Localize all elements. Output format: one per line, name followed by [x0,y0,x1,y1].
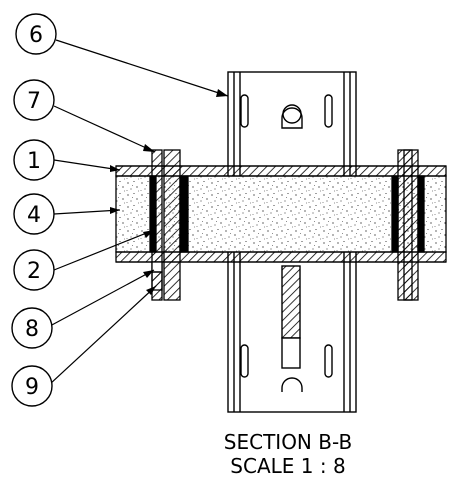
svg-text:7: 7 [27,89,41,114]
svg-text:4: 4 [27,203,41,228]
callout-7: 7 [13,79,55,121]
callout-4: 4 [13,193,55,235]
right-clamp-assembly [391,149,425,301]
callout-6: 6 [15,13,57,55]
svg-text:1: 1 [27,149,41,174]
leader-lines [49,39,229,385]
callout-1: 1 [13,139,55,181]
svg-text:8: 8 [25,317,39,342]
section-title: SECTION B-B [224,430,352,454]
callout-8: 8 [11,307,53,349]
leader-arrowheads [110,89,228,295]
callout-2: 2 [13,249,55,291]
scale-label: SCALE 1 : 8 [230,454,345,478]
left-clamp-assembly [149,149,189,301]
svg-text:6: 6 [29,23,43,48]
callout-9: 9 [11,365,53,407]
svg-text:2: 2 [27,259,41,284]
svg-text:9: 9 [25,375,39,400]
